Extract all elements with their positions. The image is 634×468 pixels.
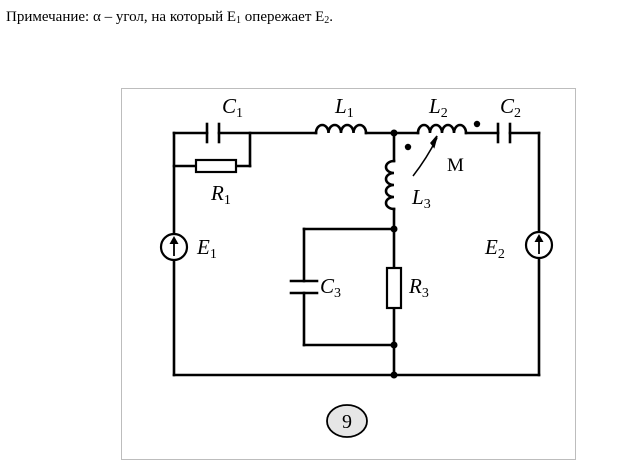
wires <box>172 131 541 377</box>
inductor-l2 <box>416 123 468 135</box>
source-e2 <box>524 230 554 260</box>
capacitor-c3 <box>289 279 319 295</box>
junction-node <box>390 341 398 349</box>
label-r3: R3 <box>408 274 429 301</box>
variant-number-badge: 9 <box>326 404 368 438</box>
junction-node <box>390 129 398 137</box>
label-c2: C2 <box>500 94 521 121</box>
mutual-inductance-arrow <box>412 135 438 177</box>
junction-node <box>390 225 398 233</box>
label-l3: L3 <box>411 185 431 212</box>
label-c3: C3 <box>320 274 341 301</box>
resistor-r3 <box>385 266 403 310</box>
label-e2: E2 <box>484 235 505 262</box>
label-m: M <box>447 155 464 176</box>
note-text: Примечание: α – угол, на который E1 опер… <box>6 9 334 26</box>
variant-number: 9 <box>342 411 352 433</box>
label-e1: E1 <box>196 235 217 262</box>
inductor-l3 <box>384 159 396 211</box>
coupling-dot-l3 <box>404 143 412 151</box>
label-r1: R1 <box>210 181 231 208</box>
label-c1: C1 <box>222 94 243 121</box>
source-e1 <box>159 232 189 262</box>
capacitor-c1 <box>205 122 221 144</box>
label-l1: L1 <box>334 94 354 121</box>
inductor-l1 <box>314 123 368 135</box>
label-l2: L2 <box>428 94 448 121</box>
junction-node <box>390 371 398 379</box>
resistor-r1 <box>194 158 238 174</box>
coupling-dot-l2 <box>473 120 481 128</box>
capacitor-c2 <box>496 122 512 144</box>
diagram-frame <box>121 88 576 460</box>
